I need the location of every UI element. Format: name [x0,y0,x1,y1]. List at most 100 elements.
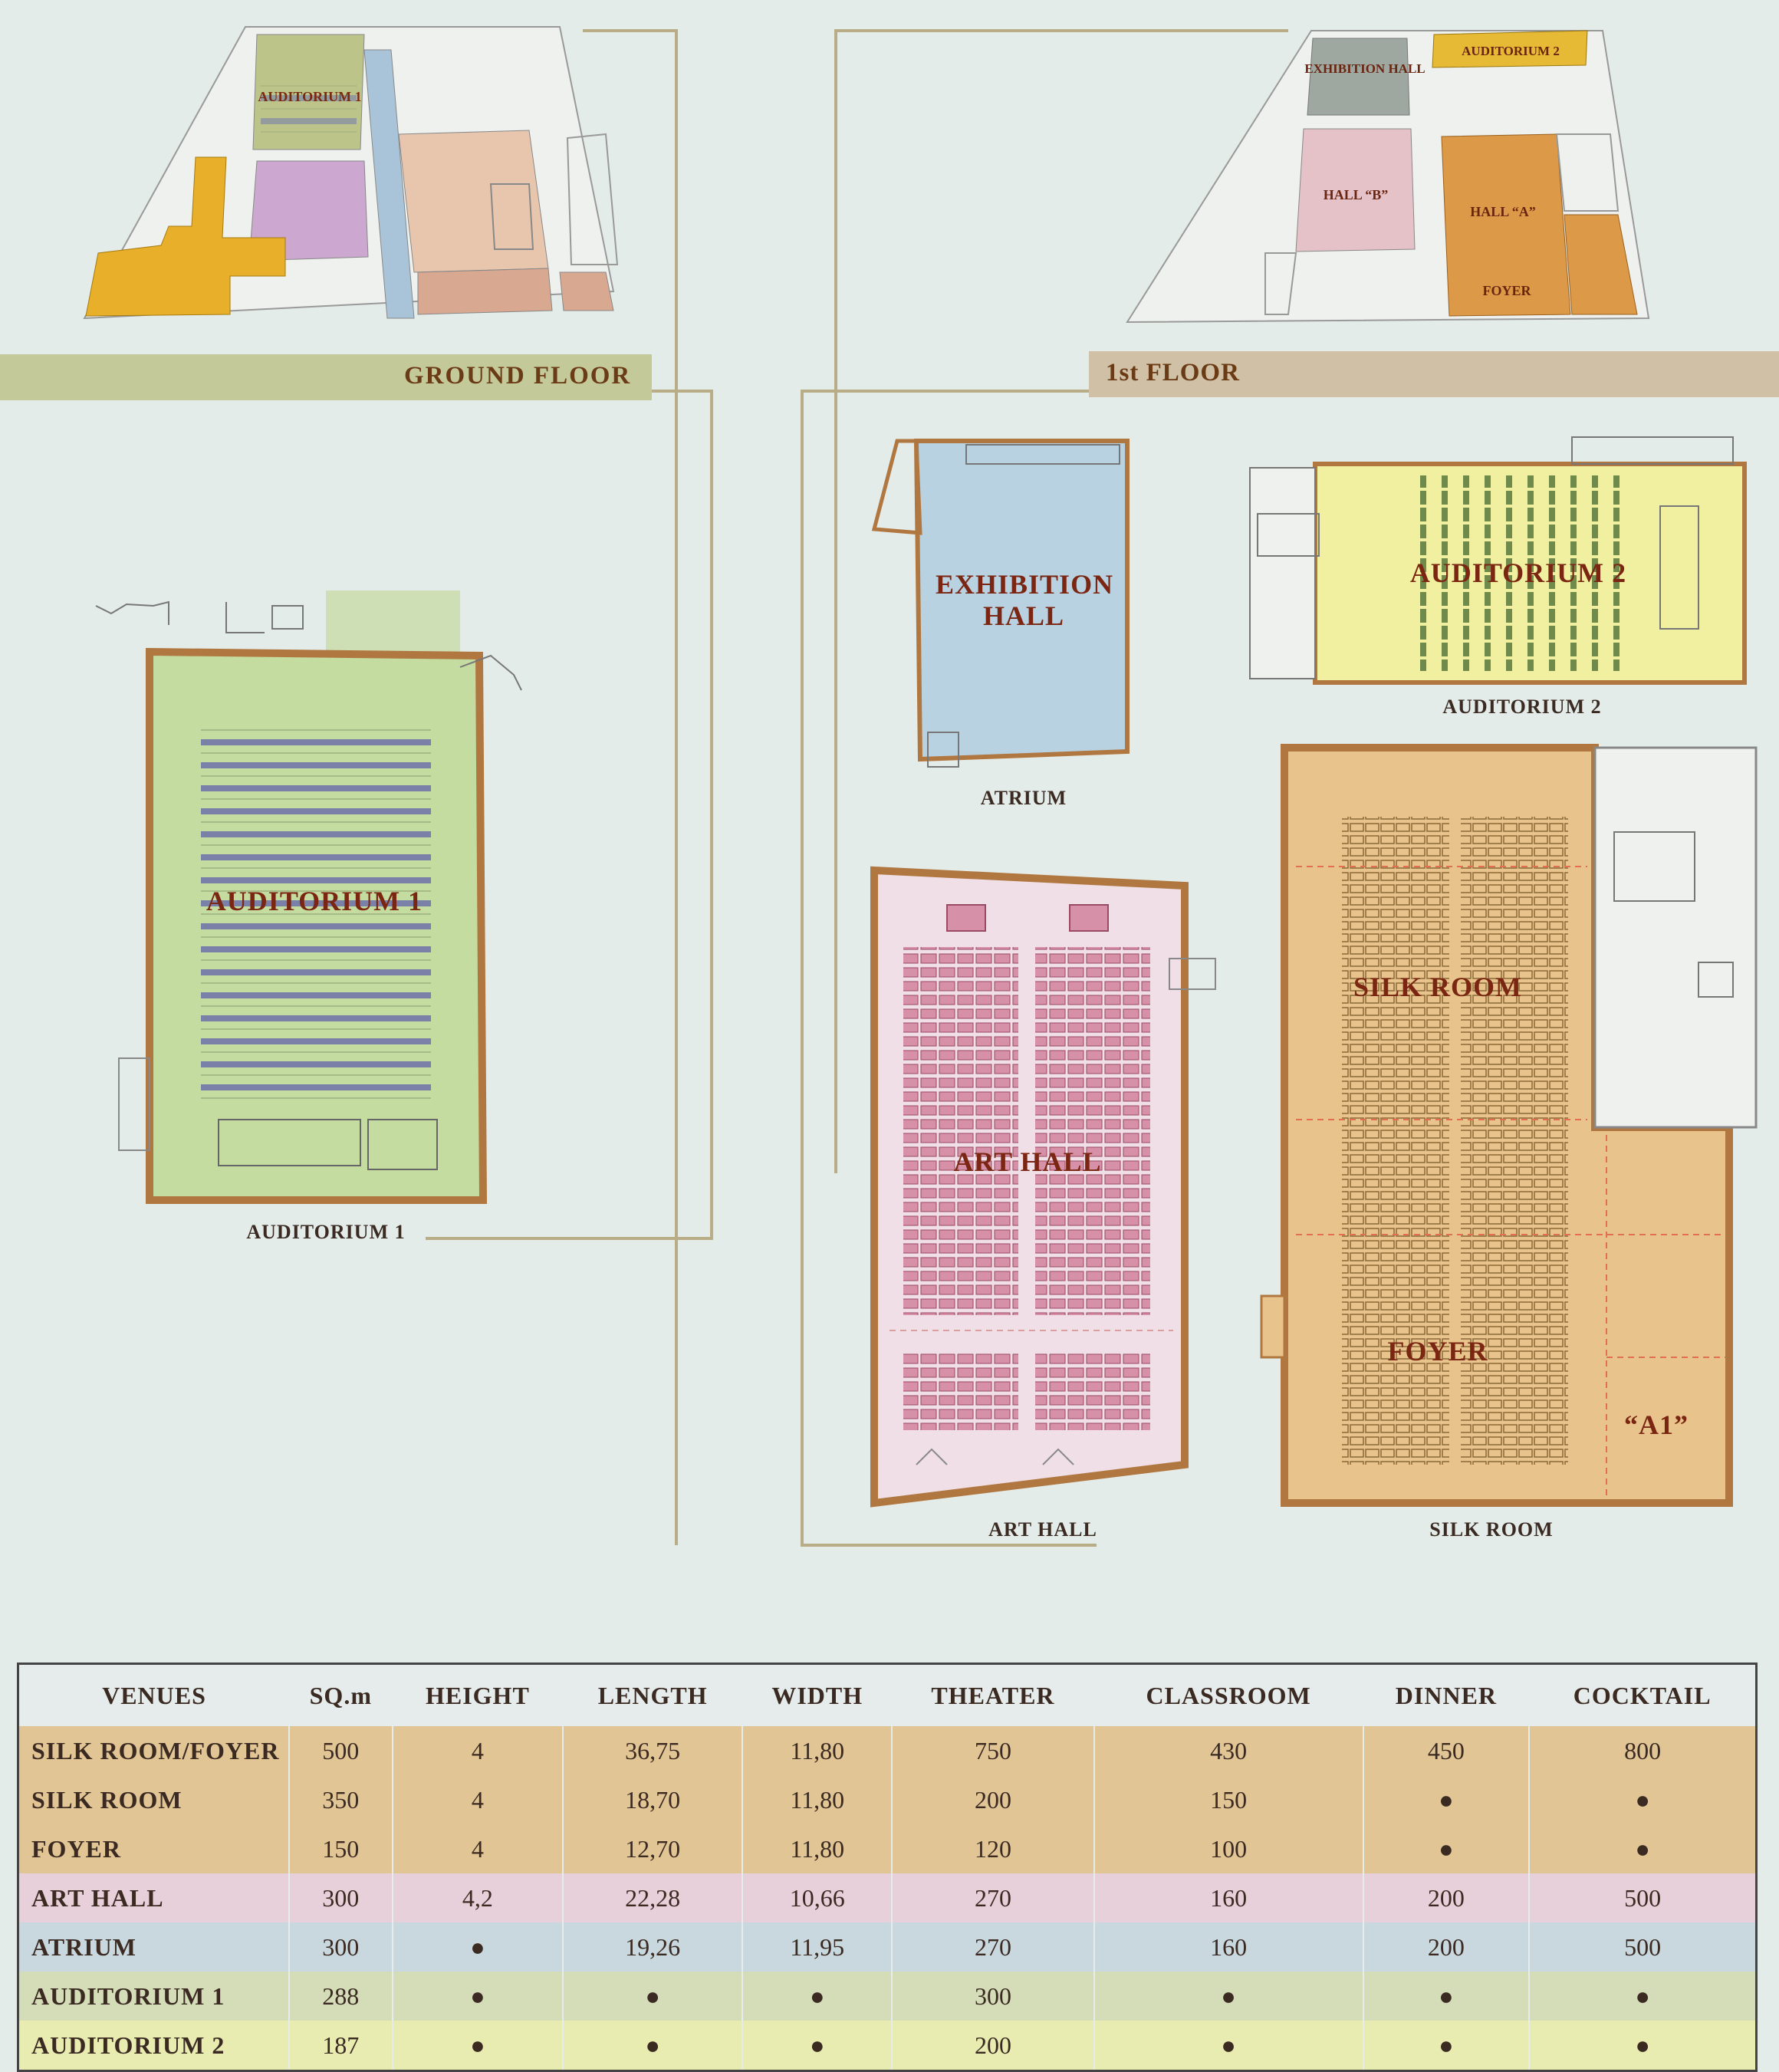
table-cell: ● [1363,2021,1531,2071]
table-header: CLASSROOM [1093,1663,1363,1726]
table-cell: 300 [289,1873,393,1922]
table-cell: ● [563,2021,744,2071]
table-cell: SILK ROOM/FOYER [18,1726,290,1775]
mini-label-foyer: FOYER [1483,283,1532,298]
table-header: WIDTH [742,1663,893,1726]
table-header: DINNER [1363,1663,1530,1726]
table-cell: 187 [289,2021,393,2071]
table-cell: 450 [1363,1726,1531,1775]
table-cell: 36,75 [563,1726,744,1775]
table-cell: 200 [1363,1922,1531,1972]
table-cell: 19,26 [563,1922,744,1972]
table-cell: 500 [1529,1922,1757,1972]
room-title-silk-room: SILK ROOM [1353,972,1523,1002]
floor-plan-drawing: AUDITORIUM 1 EXHIBITION HALL AUDITORIUM … [0,26,1779,1547]
table-cell: 4 [392,1824,564,1873]
table-cell: ● [1093,2021,1364,2071]
caption-art-hall: ART HALL [988,1518,1097,1541]
silk-room-plan [1260,744,1758,1507]
table-cell: 10,66 [742,1873,893,1922]
table-cell: 160 [1093,1873,1364,1922]
room-title-auditorium2: AUDITORIUM 2 [1409,557,1627,588]
table-cell: ● [742,1972,893,2021]
mini-label-exhibition-hall: EXHIBITION HALL [1304,61,1425,76]
mini-label-auditorium2: AUDITORIUM 2 [1462,44,1560,58]
table-header: LENGTH [563,1663,743,1726]
caption-silk-room: SILK ROOM [1429,1518,1554,1541]
first-floor-label: 1st FLOOR [1106,359,1240,386]
table-cell: 120 [892,1824,1095,1873]
table-cell: 430 [1093,1726,1364,1775]
table-row: SILK ROOM/FOYER 500 4 36,75 11,80 750 43… [18,1726,1757,1775]
art-hall-plan [870,866,1216,1508]
table-cell: 350 [289,1775,393,1824]
table-row: ART HALL 300 4,2 22,28 10,66 270 160 200… [18,1873,1757,1922]
table-cell: 150 [1093,1775,1364,1824]
table-cell: FOYER [18,1824,290,1873]
table-cell: ● [1529,2021,1757,2071]
table-cell: 11,95 [742,1922,893,1972]
mini-label-hall-b: HALL “B” [1324,187,1389,202]
table-cell: ● [392,2021,564,2071]
room-title-a1: “A1” [1624,1409,1689,1440]
table-header: THEATER [892,1663,1094,1726]
table-cell: ● [392,1972,564,2021]
table-cell: 150 [289,1824,393,1873]
table-cell: 22,28 [563,1873,744,1922]
table-cell: 12,70 [563,1824,744,1873]
connector-lines [426,29,1288,1547]
table-cell: 11,80 [742,1824,893,1873]
table-cell: 288 [289,1972,393,2021]
table-cell: 100 [1093,1824,1364,1873]
table-cell: 4,2 [392,1873,564,1922]
table-header: VENUES [18,1663,289,1726]
table-cell: 500 [1529,1873,1757,1922]
table-header: SQ.m [289,1663,393,1726]
venue-capacity-table: VENUES SQ.m HEIGHT LENGTH WIDTH THEATER … [17,1663,1758,2072]
auditorium1-plan [95,590,522,1204]
room-title-exhibition-hall: EXHIBITION HALL [936,569,1114,632]
table-cell: 270 [892,1922,1095,1972]
table-cell: 200 [892,2021,1095,2071]
table-cell: ART HALL [18,1873,290,1922]
table-cell: ● [1363,1775,1531,1824]
table-row: AUDITORIUM 1 288 ● ● ● 300 ● ● ● [18,1972,1757,2021]
table-cell: 750 [892,1726,1095,1775]
room-title-foyer: FOYER [1387,1336,1488,1367]
auditorium2-plan [1249,436,1747,685]
caption-auditorium1: AUDITORIUM 1 [246,1221,406,1243]
table-cell: ● [1529,1775,1757,1824]
caption-auditorium2: AUDITORIUM 2 [1442,696,1602,718]
table-cell: 200 [1363,1873,1531,1922]
table-cell: ● [1363,1824,1531,1873]
room-title-art-hall: ART HALL [953,1146,1102,1177]
table-cell: 4 [392,1775,564,1824]
exhibition-hall-plan [871,439,1130,768]
table-cell: 11,80 [742,1726,893,1775]
table-cell: 160 [1093,1922,1364,1972]
table-cell: SILK ROOM [18,1775,290,1824]
table-row: ATRIUM 300 ● 19,26 11,95 270 160 200 500 [18,1922,1757,1972]
table-cell: ● [1529,1824,1757,1873]
table-cell: ● [392,1922,564,1972]
table-cell: ● [1363,1972,1531,2021]
table-cell: 18,70 [563,1775,744,1824]
table-row: SILK ROOM 350 4 18,70 11,80 200 150 ● ● [18,1775,1757,1824]
table-header: HEIGHT [392,1663,564,1726]
ground-floor-overview [83,26,619,320]
room-title-auditorium1: AUDITORIUM 1 [206,886,423,916]
table-cell: 500 [289,1726,393,1775]
table-cell: 11,80 [742,1775,893,1824]
mini-label-hall-a: HALL “A” [1470,204,1536,219]
table-cell: 300 [892,1972,1095,2021]
table-cell: ● [742,2021,893,2071]
table-header-row: VENUES SQ.m HEIGHT LENGTH WIDTH THEATER … [18,1663,1757,1726]
first-floor-overview [1126,30,1650,324]
caption-atrium: ATRIUM [980,787,1067,809]
table-row: AUDITORIUM 2 187 ● ● ● 200 ● ● ● [18,2021,1757,2071]
table-cell: AUDITORIUM 1 [18,1972,290,2021]
mini-label-auditorium1: AUDITORIUM 1 [258,89,361,104]
table-cell: 200 [892,1775,1095,1824]
table-cell: AUDITORIUM 2 [18,2021,290,2071]
table-cell: ATRIUM [18,1922,290,1972]
